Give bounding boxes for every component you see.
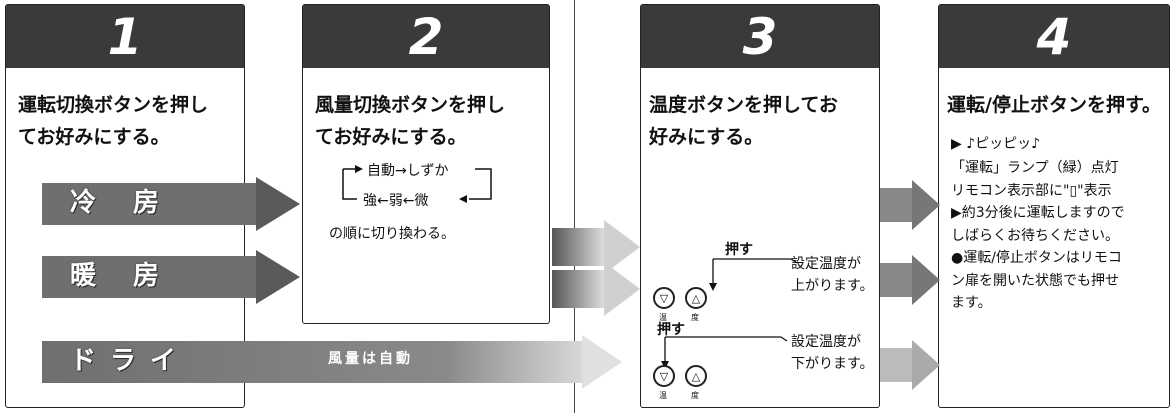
center-divider [574,0,575,413]
heat-band [42,250,300,304]
step-1-title: 運転切換ボタンを押し てお好みにする。 [18,89,208,153]
step-4-line-1: 「運転」ランプ（緑）点灯 [951,160,1119,176]
step-3-number: 3 [641,5,879,68]
temp-up-button-2[interactable]: △ [685,365,707,387]
arrow-3-to-4-bottom [880,340,940,390]
step-4-line-6: ン扉を開いた状態でも押せ [951,272,1119,289]
step-4-line-7: ます。 [951,295,992,311]
step-4-line-2: リモコン表示部に"▯"表示 [951,182,1112,199]
fan-cycle-top: 自動→しずか [367,163,449,179]
step-2-card: 2 風量切換ボタンを押し てお好みにする。 自動→しずか 強←弱←微 の順に切り… [302,4,550,324]
temp-down-desc-line-2: 下がります。 [791,356,874,372]
step-4-number: 4 [939,5,1169,68]
heat-mode-label: 暖 房 [70,261,174,291]
step-2-title-line-2: てお好みにする。 [315,126,467,148]
step-4-body: 「運転」ランプ（緑）点灯 リモコン表示部に"▯"表示 ▶約3分後に運転しますので… [951,157,1125,315]
temp-up-desc-line-1: 設定温度が [791,256,861,272]
temp-down-desc: 設定温度が 下がります。 [791,331,874,375]
dry-mode-note: 風量は自動 [328,351,413,367]
temp-up-press: 押す [725,242,753,258]
step-1-title-line-2: てお好みにする。 [18,126,170,148]
dry-band [42,335,622,389]
arrow-3-to-4-middle [880,255,940,305]
temp-down-desc-line-1: 設定温度が [791,334,861,350]
temp-down-press: 押す [657,322,685,338]
step-4-line-4: しばらくお待ちください。 [951,227,1119,244]
step-1-title-line-1: 運転切換ボタンを押し [18,94,209,116]
temp-up-button[interactable]: △ [685,287,707,309]
fan-cycle-diagram [342,165,492,203]
arrow-2-to-3-bottom [552,262,640,316]
step-4-card: 4 運転/停止ボタンを押す。 ▶ ♪ピッピッ♪ 「運転」ランプ（緑）点灯 リモコ… [938,4,1170,408]
step-4-title-line-1: 運転/停止ボタンを押す。 [947,94,1162,116]
temp-button-label-3: 温 [659,391,667,400]
step-2-number: 2 [303,5,549,68]
step-3-title: 温度ボタンを押してお 好みにする。 [649,89,838,153]
step-2-title: 風量切換ボタンを押し てお好みにする。 [315,89,505,153]
temp-button-label-2: 度 [691,313,699,322]
dry-mode-label: ドライ [70,346,191,376]
temp-up-desc-line-2: 上がります。 [791,278,874,294]
temp-up-leader [709,258,798,291]
cool-band [42,177,300,231]
fan-cycle-bottom: 強←弱←微 [363,193,429,209]
step-3-card: 3 温度ボタンを押してお 好みにする。 押す 設定温度が 上がります。 ▽ △ … [640,4,880,408]
temp-up-desc: 設定温度が 上がります。 [791,253,874,297]
temp-button-label-1: 温 [659,313,667,322]
step-1-number: 1 [6,5,244,68]
temp-button-label-4: 度 [691,391,699,400]
step-4-title: 運転/停止ボタンを押す。 [947,89,1161,121]
fan-cycle-note: の順に切り換わる。 [329,226,455,242]
cool-mode-label: 冷 房 [70,188,174,218]
step-3-title-line-2: 好みにする。 [649,126,764,148]
temp-down-button-2[interactable]: ▽ [653,365,675,387]
temp-down-button[interactable]: ▽ [653,287,675,309]
step-4-sound: ▶ ♪ピッピッ♪ [951,136,1041,152]
step-3-title-line-1: 温度ボタンを押してお [649,94,838,116]
arrow-3-to-4-top [880,180,940,230]
step-2-title-line-1: 風量切換ボタンを押し [315,94,506,116]
step-4-line-5: ●運転/停止ボタンはリモコ [951,250,1122,266]
step-4-line-3: ▶約3分後に運転しますので [951,205,1125,221]
arrow-2-to-3-top [552,220,640,274]
